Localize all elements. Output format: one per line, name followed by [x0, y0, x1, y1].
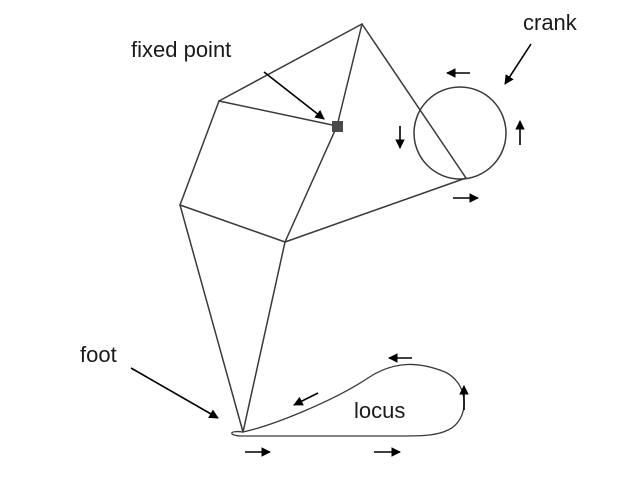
crank-leader-arrow	[504, 43, 532, 85]
foot-leader-arrow	[130, 367, 219, 419]
foot-label: foot	[80, 342, 117, 367]
locus-direction-arrows	[245, 353, 469, 457]
fixed-point-leader-arrow	[263, 71, 325, 120]
link-fixed-to-knee	[284, 125, 338, 243]
link-mid-left	[179, 204, 286, 243]
link-top-right	[361, 23, 467, 179]
locus-curve	[231, 363, 465, 437]
crank-direction-arrows	[395, 68, 525, 203]
link-upper-left	[179, 100, 220, 206]
locus-label: locus	[354, 398, 405, 423]
fixed-point-marker	[332, 121, 343, 132]
locus-arrow-diagonal-icon	[293, 392, 319, 406]
link-leg-right	[242, 241, 286, 433]
link-leg-left	[179, 204, 244, 433]
linkage-bars	[179, 23, 467, 433]
crank-circle	[413, 86, 507, 180]
link-top-left	[218, 23, 363, 102]
link-top-to-fixed	[336, 23, 363, 127]
fixed-point-label: fixed point	[131, 37, 231, 62]
link-left-to-fixed	[218, 100, 338, 127]
link-knee-to-crank	[284, 177, 467, 243]
crank-label: crank	[523, 10, 578, 35]
